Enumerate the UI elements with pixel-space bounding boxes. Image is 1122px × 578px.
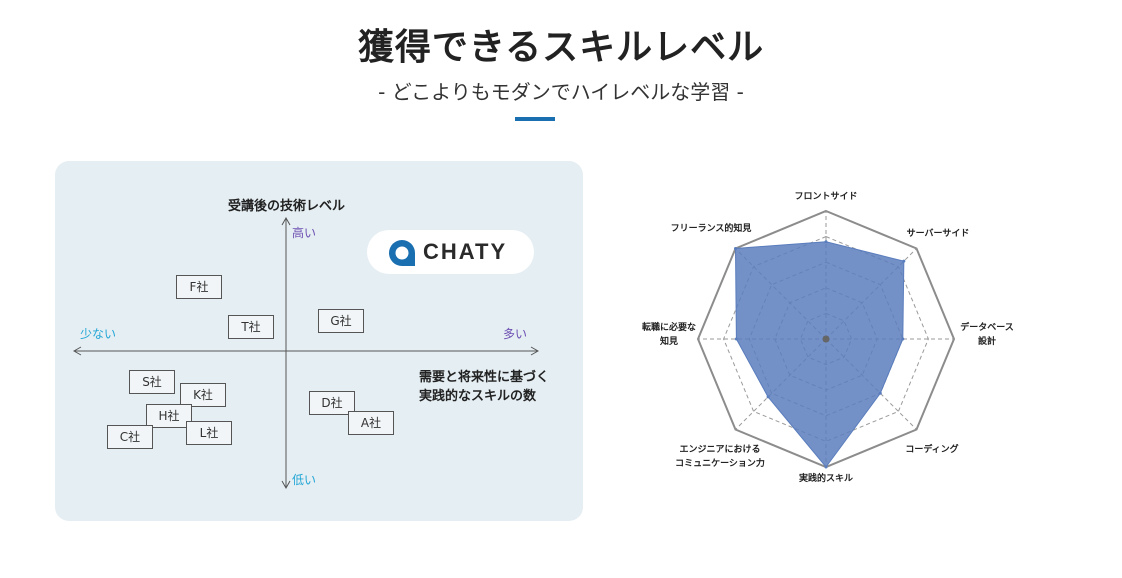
radar-point-1 bbox=[824, 240, 828, 244]
company-box-a: A社 bbox=[348, 411, 394, 435]
x-left-label: 少ない bbox=[80, 327, 117, 341]
y-axis-title: 受講後の技術レベル bbox=[228, 199, 346, 214]
y-high-label: 高い bbox=[292, 226, 317, 240]
radar-point-4 bbox=[878, 391, 882, 395]
x-axis-title-line1: 需要と将来性に基づく bbox=[419, 370, 550, 385]
radar-axis-label-5: 実践的スキル bbox=[799, 472, 853, 484]
page-subtitle: - どこよりもモダンでハイレベルな学習 - bbox=[378, 80, 744, 104]
chaty-logo-mark-icon bbox=[389, 240, 415, 266]
radar-point-6 bbox=[766, 395, 770, 399]
radar-axis-label-7: 転職に必要な bbox=[642, 321, 696, 333]
company-box-c: C社 bbox=[107, 425, 153, 449]
radar-axis-label-3: 設計 bbox=[978, 335, 996, 347]
company-box-f: F社 bbox=[176, 275, 222, 299]
y-low-label: 低い bbox=[292, 473, 317, 487]
company-box-t: T社 bbox=[228, 315, 274, 339]
radar-axis-label-1: フロントサイド bbox=[794, 191, 857, 202]
company-box-s: S社 bbox=[129, 370, 175, 394]
company-box-d: D社 bbox=[309, 391, 355, 415]
radar-point-3 bbox=[901, 337, 905, 341]
radar-point-2 bbox=[902, 259, 906, 263]
radar-axis-label-6: エンジニアにおける bbox=[679, 444, 760, 455]
page-title: 獲得できるスキルレベル bbox=[357, 27, 765, 68]
x-right-label: 多い bbox=[503, 327, 528, 341]
company-box-h: H社 bbox=[146, 404, 192, 428]
radar-axis-label-6: コミュニケーション力 bbox=[675, 457, 765, 469]
x-axis-title-line2: 実践的なスキルの数 bbox=[419, 389, 537, 404]
radar-axis-label-8: フリーランス的知見 bbox=[671, 222, 752, 234]
chaty-logo: CHATY bbox=[367, 230, 534, 274]
title-underline bbox=[515, 117, 555, 121]
radar-axis-label-7: 知見 bbox=[659, 335, 678, 347]
radar-point-8 bbox=[733, 246, 737, 250]
radar-center-dot bbox=[822, 335, 830, 343]
radar-axis-label-4: コーディング bbox=[905, 443, 958, 455]
radar-axis-label-3: データベース bbox=[960, 321, 1014, 333]
positioning-map-panel bbox=[55, 161, 583, 521]
radar-point-7 bbox=[734, 337, 738, 341]
radar-axis-label-2: サーバーサイド bbox=[907, 228, 970, 239]
company-box-l: L社 bbox=[186, 421, 232, 445]
radar-point-5 bbox=[824, 465, 828, 469]
company-box-g: G社 bbox=[318, 309, 364, 333]
radar-series-area bbox=[734, 241, 905, 468]
company-box-k: K社 bbox=[180, 383, 226, 407]
chaty-logo-text: CHATY bbox=[423, 239, 508, 264]
